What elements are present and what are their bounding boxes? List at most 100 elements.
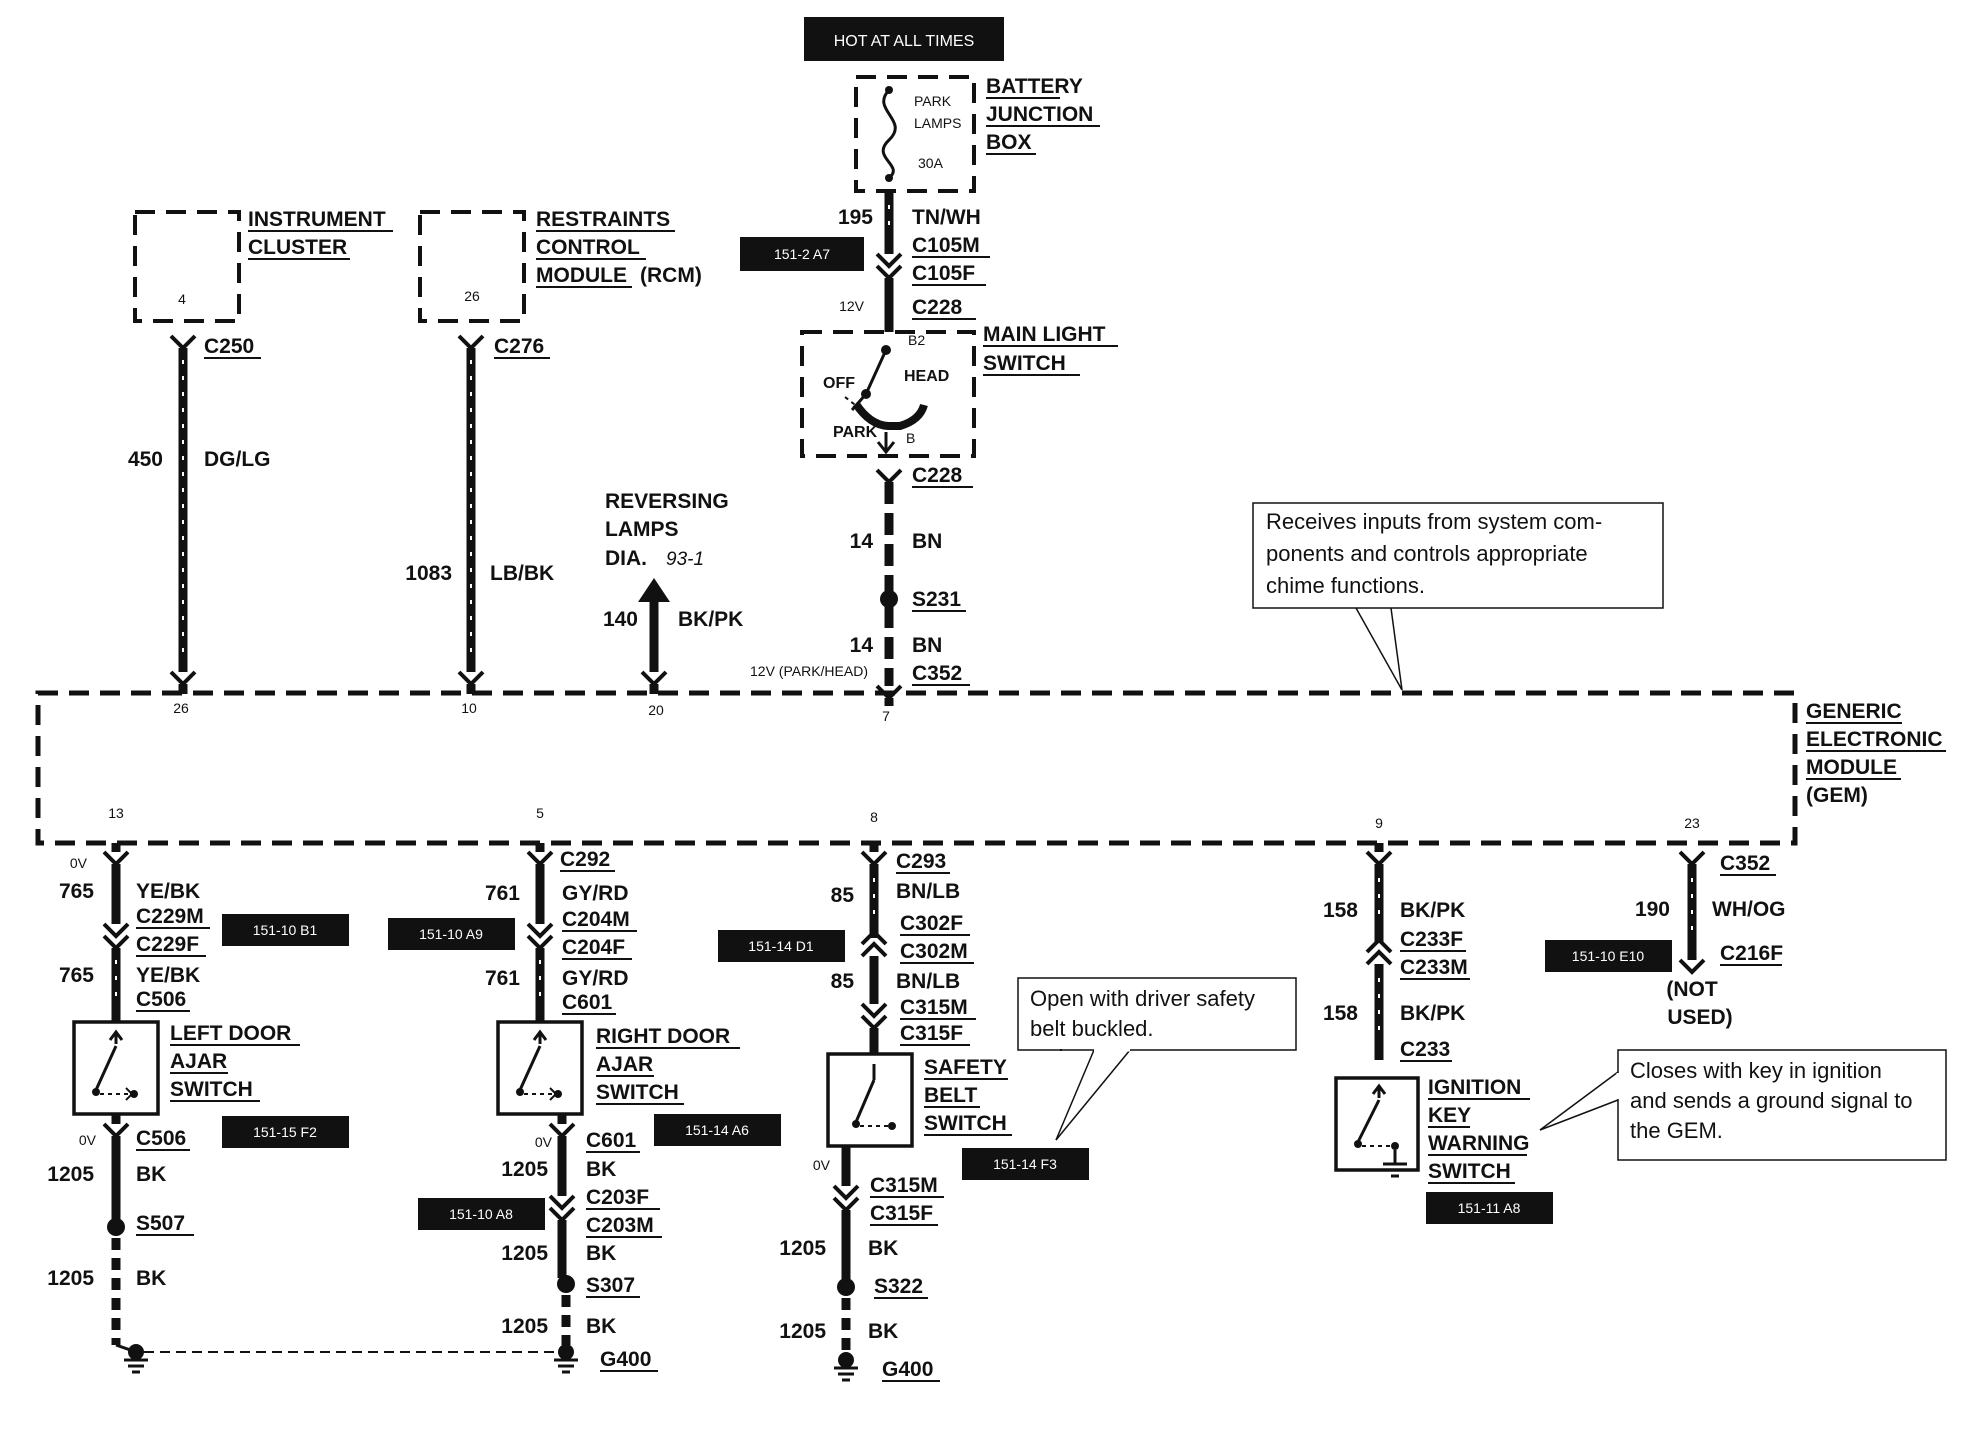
- svg-text:C228: C228: [912, 464, 963, 487]
- ref-151-10-e10: [1545, 940, 1672, 972]
- bjb-title-2: JUNCTION: [986, 103, 1093, 126]
- svg-text:(NOT: (NOT: [1666, 978, 1717, 1001]
- note-gem-function: Receives inputs from system com- ponents…: [1252, 502, 1664, 691]
- svg-text:MODULE: MODULE: [1806, 756, 1897, 779]
- svg-text:S307: S307: [586, 1274, 635, 1297]
- svg-text:765: 765: [59, 964, 94, 987]
- svg-text:C229F: C229F: [136, 933, 199, 956]
- ref-151-10-a9: [388, 918, 515, 950]
- svg-text:C506: C506: [136, 988, 186, 1011]
- svg-text:YE/BK: YE/BK: [136, 880, 200, 903]
- svg-text:1205: 1205: [501, 1315, 548, 1338]
- svg-text:BK/PK: BK/PK: [1400, 1002, 1465, 1025]
- svg-text:WH/OG: WH/OG: [1712, 898, 1786, 921]
- svg-text:KEY: KEY: [1428, 1104, 1471, 1127]
- svg-text:BK: BK: [586, 1242, 616, 1265]
- svg-text:LAMPS: LAMPS: [914, 115, 961, 131]
- svg-text:WARNING: WARNING: [1428, 1132, 1530, 1155]
- svg-text:85: 85: [831, 970, 855, 993]
- svg-text:1205: 1205: [47, 1267, 94, 1290]
- svg-text:1083: 1083: [405, 562, 452, 585]
- svg-text:761: 761: [485, 882, 520, 905]
- safety-belt-circuit: 8 C293 85 BN/LB C302F C302M 151-14 D1 85…: [718, 809, 1089, 1382]
- generic-electronic-module: GENERIC ELECTRONIC MODULE (GEM): [35, 690, 1946, 846]
- svg-text:PARK: PARK: [833, 424, 878, 441]
- svg-text:C315F: C315F: [870, 1202, 933, 1225]
- svg-text:761: 761: [485, 967, 520, 990]
- svg-text:C352: C352: [912, 662, 962, 685]
- svg-text:B2: B2: [908, 332, 925, 348]
- svg-text:(RCM): (RCM): [640, 264, 702, 287]
- svg-text:C315M: C315M: [900, 996, 968, 1019]
- svg-text:SWITCH: SWITCH: [596, 1081, 679, 1104]
- svg-text:BN/LB: BN/LB: [896, 880, 960, 903]
- not-used-circuit: 23 C352 190 WH/OG C216F 151-10 E10 (NOT …: [1545, 815, 1786, 1029]
- svg-text:1205: 1205: [47, 1163, 94, 1186]
- svg-text:SWITCH: SWITCH: [924, 1112, 1007, 1135]
- ref-151-11-a8: [1426, 1192, 1553, 1224]
- svg-text:S507: S507: [136, 1212, 185, 1235]
- svg-text:S322: S322: [874, 1275, 923, 1298]
- svg-text:5: 5: [536, 805, 544, 821]
- ignition-key-warning-circuit: 9 158 BK/PK C233F C233M 158 BK/PK C233 I…: [1323, 815, 1553, 1224]
- svg-text:chime functions.: chime functions.: [1266, 573, 1425, 598]
- svg-text:30A: 30A: [918, 155, 944, 171]
- svg-text:151-10 E10: 151-10 E10: [1572, 948, 1645, 964]
- svg-text:OFF: OFF: [823, 375, 855, 392]
- svg-text:C506: C506: [136, 1127, 186, 1150]
- svg-text:HEAD: HEAD: [904, 368, 949, 385]
- svg-text:SWITCH: SWITCH: [170, 1078, 253, 1101]
- svg-text:26: 26: [464, 288, 480, 304]
- svg-text:C352: C352: [1720, 852, 1770, 875]
- svg-text:ELECTRONIC: ELECTRONIC: [1806, 728, 1943, 751]
- park-head-circuit-14: C228 14 BN S231 14 BN 12V (PARK/HEAD) C3…: [750, 464, 973, 724]
- svg-text:14: 14: [850, 530, 874, 553]
- svg-text:C276: C276: [494, 335, 544, 358]
- svg-text:BN: BN: [912, 634, 942, 657]
- svg-text:13: 13: [108, 805, 124, 821]
- svg-text:C302F: C302F: [900, 912, 963, 935]
- svg-text:10: 10: [461, 700, 477, 716]
- note-belt-buckled: Open with driver safety belt buckled.: [1017, 977, 1297, 1141]
- svg-text:SAFETY: SAFETY: [924, 1056, 1007, 1079]
- svg-text:85: 85: [831, 884, 855, 907]
- ref-151-14-f3: [962, 1148, 1089, 1180]
- bjb-title-1: BATTERY: [986, 75, 1083, 98]
- svg-text:RESTRAINTS: RESTRAINTS: [536, 208, 670, 231]
- svg-text:C315M: C315M: [870, 1174, 938, 1197]
- svg-text:190: 190: [1635, 898, 1670, 921]
- ref-151-10-a8: [418, 1198, 545, 1230]
- svg-text:B: B: [906, 430, 915, 446]
- svg-text:BK: BK: [586, 1315, 616, 1338]
- svg-text:C293: C293: [896, 850, 946, 873]
- svg-text:(GEM): (GEM): [1806, 784, 1868, 807]
- svg-text:ponents and controls appropria: ponents and controls appropriate: [1266, 541, 1588, 566]
- svg-text:LAMPS: LAMPS: [605, 518, 679, 541]
- svg-text:9: 9: [1375, 815, 1383, 831]
- svg-text:140: 140: [603, 608, 638, 631]
- svg-text:C233M: C233M: [1400, 956, 1468, 979]
- svg-text:C229M: C229M: [136, 905, 204, 928]
- svg-text:1205: 1205: [779, 1320, 826, 1343]
- svg-text:GENERIC: GENERIC: [1806, 700, 1902, 723]
- left-door-ajar-circuit: 13 0V 765 YE/BK C229M C229F 151-10 B1 76…: [47, 805, 556, 1374]
- svg-text:C105M: C105M: [912, 234, 980, 257]
- svg-text:TN/WH: TN/WH: [912, 206, 981, 229]
- svg-text:BELT: BELT: [924, 1084, 977, 1107]
- svg-text:BK/PK: BK/PK: [678, 608, 743, 631]
- svg-text:MAIN LIGHT: MAIN LIGHT: [983, 323, 1106, 346]
- svg-text:14: 14: [850, 634, 874, 657]
- svg-text:151-10 A9: 151-10 A9: [419, 926, 483, 942]
- restraints-control-module: 26 RESTRAINTS CONTROL MODULE (RCM) C276 …: [405, 208, 702, 716]
- svg-text:26: 26: [173, 700, 189, 716]
- svg-text:765: 765: [59, 880, 94, 903]
- svg-text:INSTRUMENT: INSTRUMENT: [248, 208, 386, 231]
- hot-at-all-times-box: HOT AT ALL TIMES: [804, 17, 1004, 61]
- svg-text:12V: 12V: [839, 298, 865, 314]
- svg-text:0V: 0V: [79, 1132, 97, 1148]
- svg-text:CLUSTER: CLUSTER: [248, 236, 347, 259]
- svg-text:151-14 A6: 151-14 A6: [685, 1122, 749, 1138]
- svg-text:7: 7: [882, 708, 890, 724]
- feed-wire-195: 195 TN/WH C105M C105F C228 12V 151-2 A7: [740, 191, 990, 332]
